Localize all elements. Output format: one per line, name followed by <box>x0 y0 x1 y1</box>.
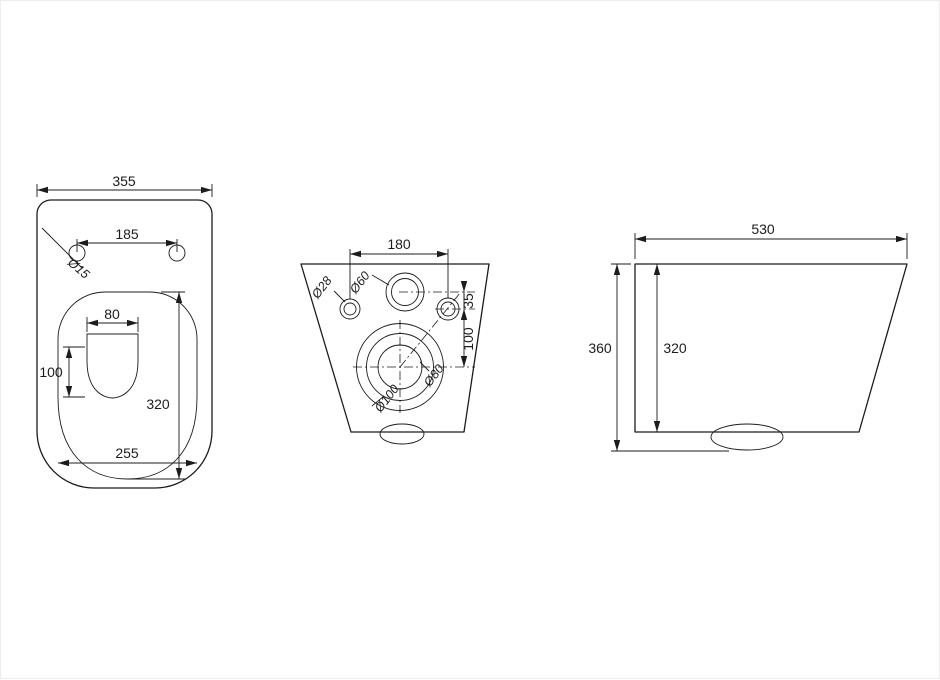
dim-overall-height: 360 <box>588 340 612 356</box>
dim-hole-spacing: 185 <box>115 226 139 242</box>
dim-body-height: 320 <box>663 340 687 356</box>
bowl-outline <box>57 291 198 480</box>
centerline-diagonal <box>399 292 461 368</box>
dim-hole-diameter: Ø15 <box>64 255 92 282</box>
toilet-top-outline <box>36 199 213 489</box>
dim-overall-depth: 530 <box>751 221 775 237</box>
side-view: 530 360 320 <box>588 221 908 452</box>
leader-line <box>371 395 385 407</box>
leader-line <box>333 290 346 303</box>
back-view: 180 Ø28 Ø60 Ø80 Ø100 35 100 <box>300 236 490 445</box>
outlet-ellipse <box>379 423 425 445</box>
dim-drain-offset: 100 <box>460 327 476 351</box>
dim-opening-width: 80 <box>104 306 120 322</box>
toilet-side-outline <box>634 263 908 433</box>
left-fixing-hole-outer <box>339 298 361 320</box>
hole-diameter-leader-line <box>41 227 83 269</box>
dim-fixing-hole-diameter: Ø28 <box>308 274 334 302</box>
flush-opening-outline <box>86 333 139 399</box>
leader-line <box>419 361 430 372</box>
dim-fixing-spacing: 180 <box>387 236 411 252</box>
dim-inlet-offset: 35 <box>460 293 476 309</box>
dim-bowl-length: 320 <box>146 396 170 412</box>
top-view: 355 185 Ø15 80 100 320 255 <box>36 173 213 489</box>
dim-overall-width: 355 <box>112 173 136 189</box>
leader-line <box>371 274 390 286</box>
dim-opening-depth: 100 <box>39 364 63 380</box>
outlet-ellipse <box>710 423 784 451</box>
dim-bowl-width: 255 <box>115 445 139 461</box>
left-fixing-hole-inner <box>343 302 357 316</box>
toilet-back-outline <box>300 263 490 433</box>
